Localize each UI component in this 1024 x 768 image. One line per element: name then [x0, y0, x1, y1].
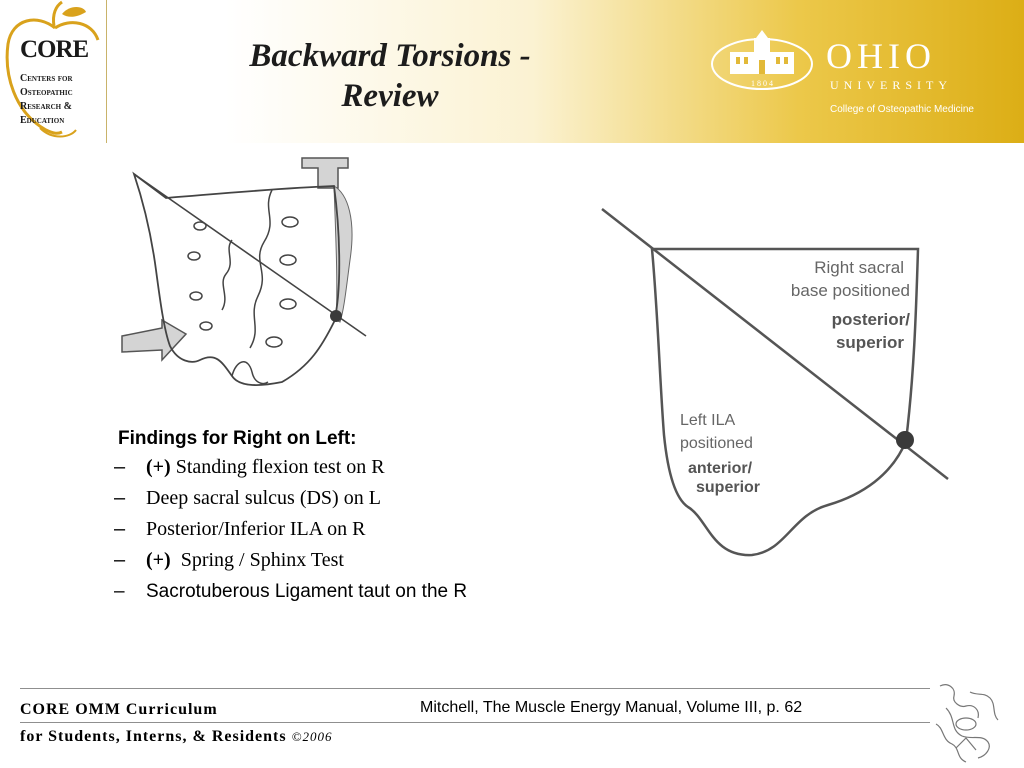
ohio-college-label: College of Osteopathic Medicine	[830, 104, 974, 115]
label-left-ila-line: positioned	[680, 435, 753, 452]
core-subtitle: Centers for Osteopathic Research & Educa…	[20, 72, 104, 128]
list-dash: –	[114, 456, 126, 478]
findings-item: – Deep sacral sulcus (DS) on L	[114, 487, 498, 510]
sacral-base-diagram: Right sacral base positioned posterior/ …	[592, 195, 982, 575]
core-subtitle-line: Education	[20, 115, 65, 126]
core-logo: CORE Centers for Osteopathic Research & …	[0, 0, 106, 143]
footer-audience-text: for Students, Interns, & Residents	[20, 728, 287, 745]
ila-point-dot	[896, 431, 914, 449]
footer-curriculum-title: CORE OMM Curriculum	[20, 701, 218, 718]
core-subtitle-line: Research &	[20, 101, 72, 112]
footer-copyright: ©2006	[291, 729, 333, 744]
core-subtitle-line: Osteopathic	[20, 87, 73, 98]
slide-title: Backward Torsions - Review	[155, 36, 625, 116]
footer-divider	[20, 722, 930, 723]
ohio-wordmark: OHIO	[826, 36, 936, 76]
logo-divider	[106, 0, 107, 143]
label-right-sacral-bold: posterior/	[832, 310, 911, 329]
label-right-sacral-line: Right sacral	[814, 258, 904, 277]
findings-item: – (+) Standing flexion test on R	[114, 456, 498, 479]
ohio-university-label: UNIVERSITY	[830, 78, 952, 92]
slide-title-line: Backward Torsions -	[249, 38, 531, 74]
sacrum-outline	[132, 171, 341, 386]
findings-item-text: Spring / Sphinx Test	[170, 549, 344, 571]
oblique-axis-line	[133, 173, 367, 337]
slide-title-line: Review	[341, 78, 439, 114]
label-right-sacral-line: base positioned	[791, 281, 910, 300]
sacrum-sketch-figure	[112, 150, 397, 405]
ohio-building-seal-icon: 1 8 0 4	[711, 30, 813, 90]
list-dash: –	[114, 549, 126, 571]
findings-section: Findings for Right on Left: – (+) Standi…	[114, 428, 498, 611]
header-banner: CORE Centers for Osteopathic Research & …	[0, 0, 1024, 143]
footer-divider	[20, 688, 930, 689]
core-subtitle-line: Centers for	[20, 73, 73, 84]
left-arrow-block	[121, 318, 188, 362]
label-left-ila-line: Left ILA	[680, 412, 735, 429]
findings-item-text: Sacrotuberous Ligament taut on the R	[146, 581, 468, 602]
findings-heading: Findings for Right on Left:	[118, 428, 357, 449]
seal-year: 1 8 0 4	[751, 79, 773, 88]
top-arrow-block	[301, 157, 349, 189]
findings-item-bold: (+)	[146, 456, 171, 478]
findings-item-text: Posterior/Inferior ILA on R	[146, 518, 366, 540]
list-dash: –	[114, 581, 125, 602]
findings-item-text: Deep sacral sulcus (DS) on L	[146, 487, 381, 509]
findings-item: – Sacrotuberous Ligament taut on the R	[114, 580, 486, 603]
findings-item: – (+) Spring / Sphinx Test	[114, 549, 498, 572]
oblique-axis-line	[601, 208, 949, 480]
label-right-sacral-bold: superior	[836, 333, 904, 352]
findings-item: – Posterior/Inferior ILA on R	[114, 518, 498, 541]
ila-point-dot	[330, 310, 342, 322]
source-citation: Mitchell, The Muscle Energy Manual, Volu…	[420, 699, 803, 716]
list-dash: –	[114, 487, 126, 509]
footer-audience: for Students, Interns, & Residents ©2006	[20, 728, 333, 746]
sacrum-outline	[650, 247, 920, 557]
findings-item-text: Standing flexion test on R	[170, 456, 385, 478]
label-left-ila-bold: superior	[696, 479, 760, 496]
apple-outline-icon	[5, 0, 100, 138]
skeleton-logo-icon	[935, 684, 999, 763]
label-left-ila-bold: anterior/	[688, 460, 753, 477]
findings-item-bold: (+)	[146, 549, 171, 571]
core-wordmark: CORE	[20, 36, 89, 63]
list-dash: –	[114, 518, 126, 540]
